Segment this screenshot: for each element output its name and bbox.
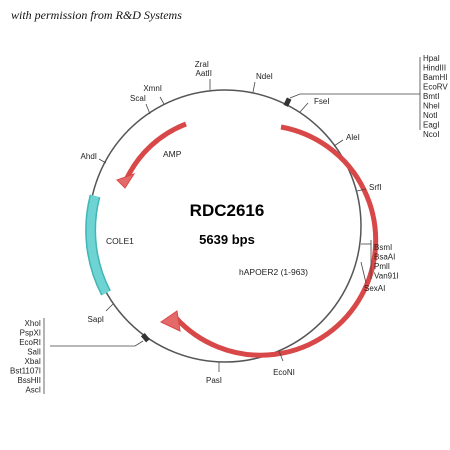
mcs1-site: NotI bbox=[423, 111, 438, 120]
mcs3-site: EcoRI bbox=[19, 338, 41, 347]
mcs3-site: XhoI bbox=[25, 319, 41, 328]
site-label-xmni: XmnI bbox=[143, 84, 162, 93]
mcs1-site: EagI bbox=[423, 121, 439, 130]
mcs3-site: Bst1107I bbox=[10, 367, 41, 376]
mcs1-site: NheI bbox=[423, 102, 440, 111]
amp-arrowhead bbox=[116, 173, 136, 189]
mcs1-site: HpaI bbox=[423, 54, 440, 63]
mcs1-site-list: HpaI HindIII BamHI EcoRV BmtI NheI NotI … bbox=[423, 54, 448, 139]
site-label-ahdi: AhdI bbox=[81, 152, 97, 161]
site-label-ndei: NdeI bbox=[256, 72, 273, 81]
mcs1-site: BmtI bbox=[423, 92, 439, 101]
mcs2-site: Van91I bbox=[374, 272, 399, 281]
mcs2-site-list: BsmI BsaAI PmlI Van91I bbox=[374, 243, 399, 281]
site-label-aatii: AatII bbox=[196, 69, 212, 78]
site-label-pasi: PasI bbox=[206, 376, 222, 385]
mcs3-site: PspXI bbox=[20, 329, 41, 338]
site-label-srfi: SrfI bbox=[369, 183, 381, 192]
site-label-zrai: ZraI bbox=[195, 60, 209, 69]
mcs1-site: NcoI bbox=[423, 130, 439, 139]
hapoer2-arrowhead bbox=[160, 310, 181, 332]
mcs3-site: BssHII bbox=[17, 376, 41, 385]
site-label-econi: EcoNI bbox=[273, 368, 295, 377]
mcs3-marker bbox=[140, 333, 150, 343]
site-label-sapi: SapI bbox=[88, 315, 104, 324]
mcs3-site: XbaI bbox=[25, 357, 41, 366]
site-label-fsei: FseI bbox=[314, 97, 330, 106]
mcs3-site-list: XhoI PspXI EcoRI SalI XbaI Bst1107I BssH… bbox=[10, 319, 41, 395]
mcs1-site: HindIII bbox=[423, 64, 446, 73]
permission-credit: with permission from R&D Systems bbox=[11, 8, 182, 22]
cole1-label: COLE1 bbox=[106, 236, 134, 246]
mcs3-site: AscI bbox=[25, 386, 41, 395]
mcs2-site: BsmI bbox=[374, 243, 392, 252]
mcs1-site: EcoRV bbox=[423, 83, 448, 92]
hapoer2-label: hAPOER2 (1-963) bbox=[239, 267, 308, 277]
mcs2-site: PmlI bbox=[374, 262, 390, 271]
site-label-alei: AleI bbox=[346, 133, 360, 142]
plasmid-size: 5639 bps bbox=[199, 232, 255, 247]
mcs1-site: BamHI bbox=[423, 73, 447, 82]
amp-feature-arrow bbox=[124, 121, 187, 180]
plasmid-name: RDC2616 bbox=[190, 201, 265, 220]
site-label-scai: ScaI bbox=[130, 94, 146, 103]
mcs2-site: BsaAI bbox=[374, 253, 395, 262]
mcs1-marker bbox=[283, 97, 292, 107]
plasmid-backbone bbox=[88, 89, 362, 363]
cole1-feature-fill bbox=[86, 194, 110, 295]
mcs3-site: SalI bbox=[27, 348, 41, 357]
site-label-sexai: SexAI bbox=[364, 284, 385, 293]
amp-label: AMP bbox=[163, 149, 182, 159]
hapoer2-feature-arrow bbox=[174, 124, 379, 358]
